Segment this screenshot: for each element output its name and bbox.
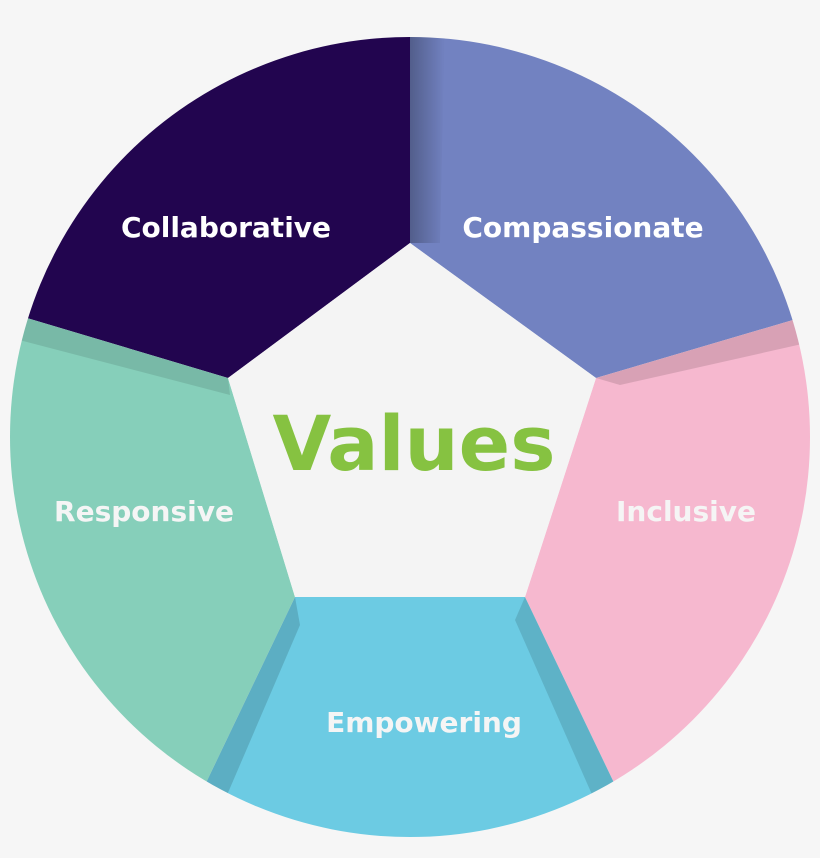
segment-label-responsive: Responsive: [54, 495, 234, 528]
wheel: [10, 37, 810, 837]
segment-empowering: [170, 597, 650, 837]
segment-label-inclusive: Inclusive: [616, 495, 756, 528]
fold-shadow-right: [596, 312, 810, 385]
center-pentagon: [228, 243, 596, 597]
fold-shadow-top: [410, 37, 445, 243]
segment-label-empowering: Empowering: [326, 706, 522, 739]
center-title: Values: [273, 399, 556, 488]
segment-label-collaborative: Collaborative: [121, 211, 331, 244]
segment-label-compassionate: Compassionate: [462, 211, 703, 244]
fold-shadow-left: [10, 310, 230, 395]
